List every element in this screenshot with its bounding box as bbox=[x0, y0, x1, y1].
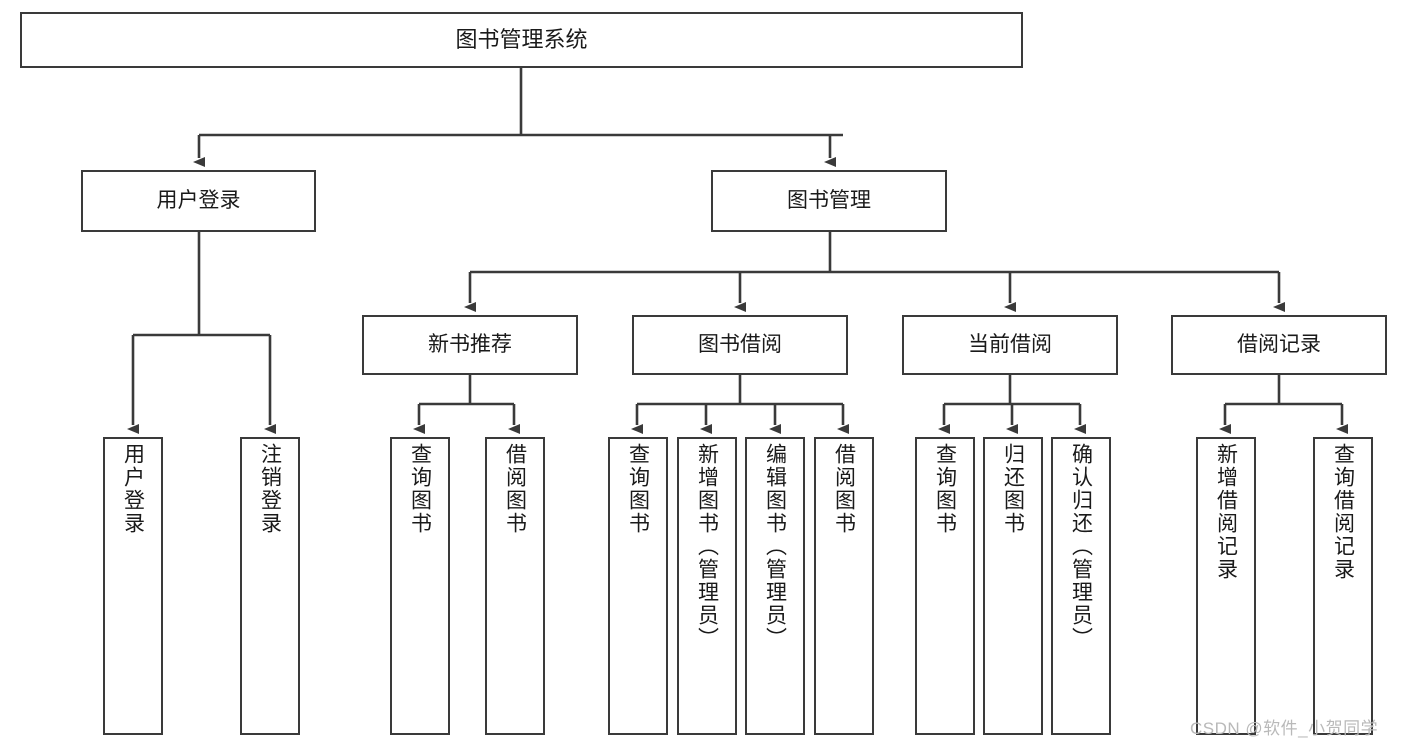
leaf-logout[interactable]: 注销登录 bbox=[240, 437, 300, 735]
node-label: 图书借阅 bbox=[698, 332, 782, 356]
node-new-book-recommend[interactable]: 新书推荐 bbox=[362, 315, 578, 375]
csdn-watermark: CSDN @软件_小贺同学 bbox=[1190, 719, 1379, 738]
node-borrow-record[interactable]: 借阅记录 bbox=[1171, 315, 1387, 375]
leaf-borrow-book-1[interactable]: 借阅图书 bbox=[485, 437, 545, 735]
node-label: 新书推荐 bbox=[428, 332, 512, 356]
node-book-borrow[interactable]: 图书借阅 bbox=[632, 315, 848, 375]
leaf-return-book[interactable]: 归还图书 bbox=[983, 437, 1043, 735]
node-label: 新增图书（管理员） bbox=[695, 443, 719, 650]
leaf-add-book[interactable]: 新增图书（管理员） bbox=[677, 437, 737, 735]
leaf-query-book-2[interactable]: 查询图书 bbox=[608, 437, 668, 735]
node-label: 图书管理 bbox=[787, 188, 871, 212]
node-label: 借阅记录 bbox=[1237, 332, 1321, 356]
node-root-system[interactable]: 图书管理系统 bbox=[20, 12, 1023, 68]
node-label: 借阅图书 bbox=[503, 443, 527, 535]
node-label: 编辑图书（管理员） bbox=[763, 443, 787, 650]
node-label: 新增借阅记录 bbox=[1214, 443, 1238, 581]
leaf-user-login[interactable]: 用户登录 bbox=[103, 437, 163, 735]
leaf-borrow-book-2[interactable]: 借阅图书 bbox=[814, 437, 874, 735]
leaf-query-record[interactable]: 查询借阅记录 bbox=[1313, 437, 1373, 735]
node-label: 用户登录 bbox=[121, 443, 145, 535]
node-label: 当前借阅 bbox=[968, 332, 1052, 356]
leaf-confirm-return[interactable]: 确认归还（管理员） bbox=[1051, 437, 1111, 735]
node-label: 查询图书 bbox=[626, 443, 650, 535]
node-label: 查询图书 bbox=[408, 443, 432, 535]
node-user-login[interactable]: 用户登录 bbox=[81, 170, 316, 232]
leaf-query-book-1[interactable]: 查询图书 bbox=[390, 437, 450, 735]
node-label: 图书管理系统 bbox=[455, 27, 588, 53]
node-label: 确认归还（管理员） bbox=[1069, 443, 1093, 650]
node-label: 注销登录 bbox=[258, 443, 282, 535]
node-label: 用户登录 bbox=[156, 188, 241, 212]
node-book-manage[interactable]: 图书管理 bbox=[711, 170, 947, 232]
node-label: 查询借阅记录 bbox=[1331, 443, 1355, 581]
leaf-query-book-3[interactable]: 查询图书 bbox=[915, 437, 975, 735]
leaf-add-record[interactable]: 新增借阅记录 bbox=[1196, 437, 1256, 735]
node-current-borrow[interactable]: 当前借阅 bbox=[902, 315, 1118, 375]
node-label: 借阅图书 bbox=[832, 443, 856, 535]
leaf-edit-book[interactable]: 编辑图书（管理员） bbox=[745, 437, 805, 735]
node-label: 查询图书 bbox=[933, 443, 957, 535]
node-label: 归还图书 bbox=[1001, 443, 1025, 535]
